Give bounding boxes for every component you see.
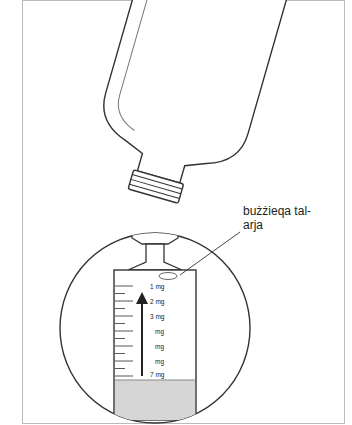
tick xyxy=(115,323,125,324)
scale-label: 7 mg xyxy=(150,371,164,378)
scale-label: mg xyxy=(155,328,164,335)
tick xyxy=(115,293,125,294)
scale-label: mg xyxy=(155,358,164,365)
tick xyxy=(115,301,133,302)
leader-line xyxy=(180,232,240,275)
scale-label: 3 mg xyxy=(150,313,164,320)
tick xyxy=(115,376,133,377)
tick xyxy=(115,331,133,332)
callout-label: bużżieqa tal-arja xyxy=(243,204,321,232)
tick xyxy=(115,368,125,369)
tick xyxy=(115,346,133,347)
bottle xyxy=(82,0,295,217)
scale-label: 1 mg xyxy=(150,283,164,290)
scale-ticks xyxy=(115,286,133,376)
syringe xyxy=(114,225,196,420)
tick xyxy=(115,353,125,354)
tick xyxy=(115,361,133,362)
arrow-head xyxy=(136,292,148,304)
air-bubble xyxy=(159,273,177,280)
magnifier-circle xyxy=(60,233,250,423)
tick xyxy=(115,286,133,287)
tick xyxy=(115,316,133,317)
tick xyxy=(115,308,125,309)
scale-label: mg xyxy=(155,343,164,350)
arrow xyxy=(141,300,143,376)
scale-label: 2 mg xyxy=(150,298,164,305)
tick xyxy=(115,338,125,339)
